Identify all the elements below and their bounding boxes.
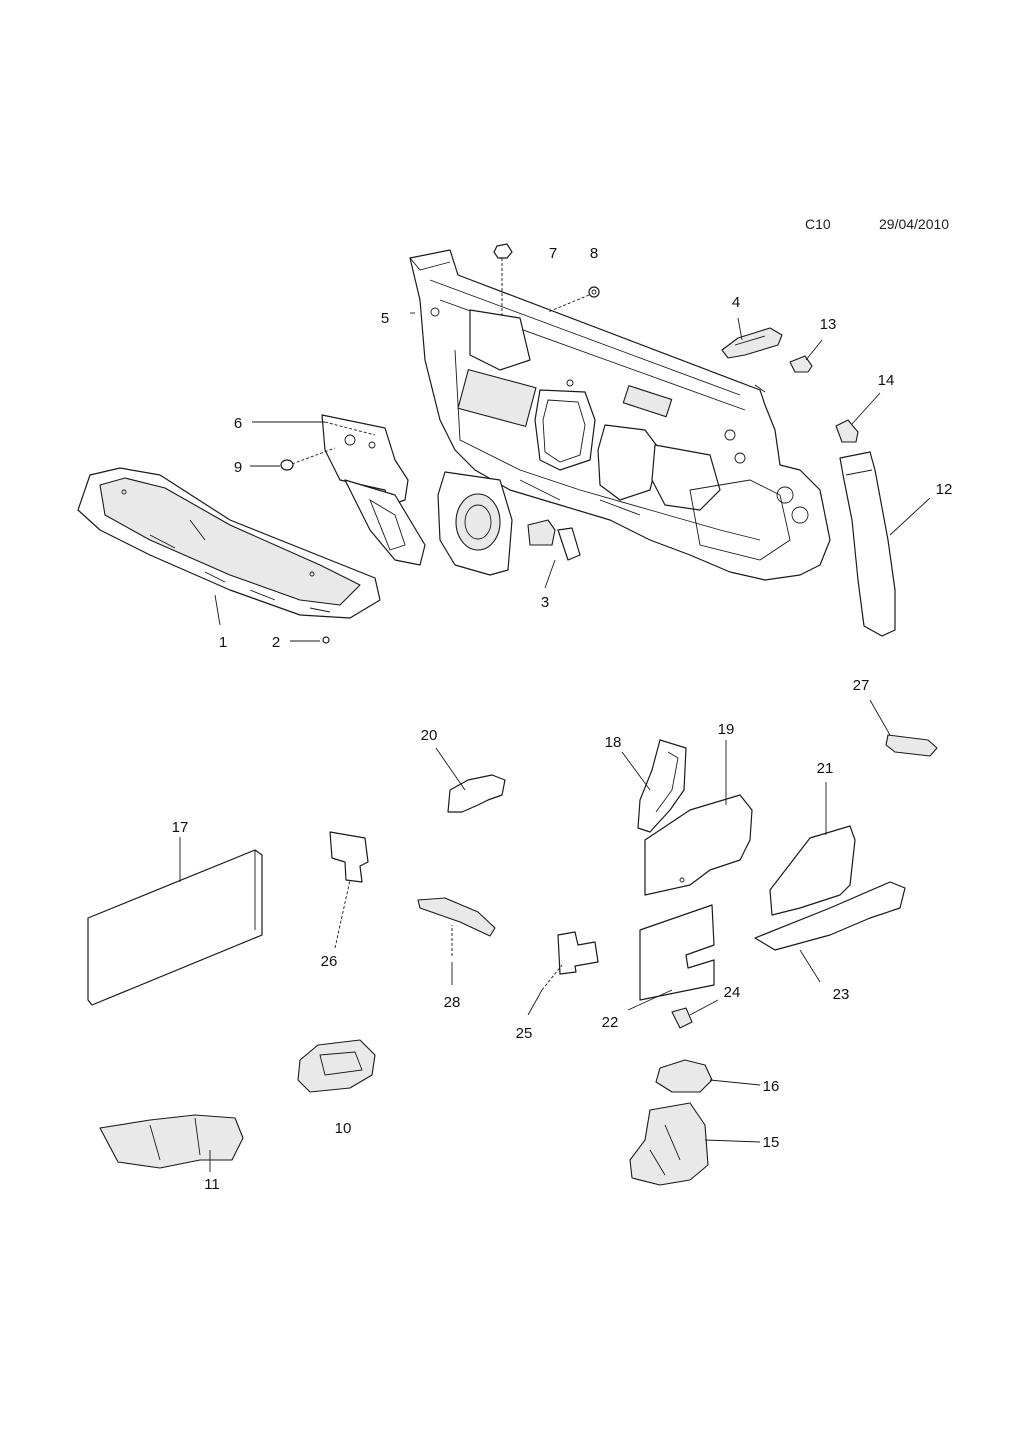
pad-part-26[interactable]	[329, 831, 369, 883]
callout-18: 18	[605, 734, 622, 751]
callout-22: 22	[602, 1014, 619, 1031]
nut-part-8[interactable]	[547, 286, 600, 313]
bracket-part-10[interactable]	[297, 1039, 376, 1093]
grommet-part-9[interactable]	[280, 459, 294, 471]
callout-11: 11	[204, 1176, 220, 1193]
speaker-bracket[interactable]	[437, 471, 513, 576]
callout-25: 25	[516, 1025, 533, 1042]
pad-part-23[interactable]	[754, 881, 906, 951]
callout-24: 24	[724, 984, 741, 1001]
diagram-date: 29/04/2010	[879, 216, 950, 232]
insulator-part-3[interactable]	[527, 519, 581, 561]
callout-13: 13	[820, 316, 837, 333]
pad-part-19[interactable]	[644, 794, 753, 896]
block-part-24[interactable]	[671, 1007, 693, 1029]
callout-labels: 1 2 3 4 5 6 7 8 9 10 11 12 13 14 15 16 1…	[172, 245, 953, 1193]
pad-part-20[interactable]	[447, 774, 506, 813]
callout-4: 4	[732, 294, 740, 311]
callout-10: 10	[335, 1120, 352, 1137]
callout-3: 3	[541, 594, 549, 611]
callout-12: 12	[936, 481, 953, 498]
pad-part-12[interactable]	[839, 451, 896, 637]
panel-part-17[interactable]	[87, 849, 263, 1006]
tray-part-1[interactable]	[77, 467, 381, 619]
callout-14: 14	[878, 372, 895, 389]
callout-5: 5	[381, 310, 389, 327]
callout-15: 15	[763, 1134, 780, 1151]
dash-panel-part[interactable]	[409, 249, 831, 581]
callout-28: 28	[444, 994, 461, 1011]
callout-26: 26	[321, 953, 338, 970]
callout-20: 20	[421, 727, 438, 744]
bracket-part-4[interactable]	[721, 327, 783, 359]
pad-part-22[interactable]	[639, 904, 715, 1001]
callout-21: 21	[817, 760, 834, 777]
clip-part-7[interactable]	[493, 243, 513, 318]
pad-part-18[interactable]	[637, 739, 687, 833]
screw-part-2[interactable]	[322, 636, 330, 644]
clip-part-13[interactable]	[789, 355, 813, 373]
pad-part-25[interactable]	[557, 931, 599, 975]
strip-part-28[interactable]	[417, 897, 496, 937]
callout-1: 1	[219, 634, 227, 651]
pad-part-27[interactable]	[885, 734, 938, 757]
diagram-code: C10	[805, 216, 831, 232]
callout-27: 27	[853, 677, 870, 694]
bracket-part-16[interactable]	[655, 1059, 713, 1093]
callout-6: 6	[234, 415, 242, 432]
callout-17: 17	[172, 819, 189, 836]
bracket-part-11[interactable]	[99, 1114, 244, 1169]
leader-lines	[179, 312, 931, 1172]
plate-part-6[interactable]	[321, 414, 426, 566]
callout-2: 2	[272, 634, 280, 651]
pad-part-21[interactable]	[769, 825, 856, 916]
callout-8: 8	[590, 245, 598, 262]
callout-7: 7	[549, 245, 557, 262]
callout-16: 16	[763, 1078, 780, 1095]
block-part-14[interactable]	[835, 419, 859, 443]
callout-23: 23	[833, 986, 850, 1003]
callout-19: 19	[718, 721, 735, 738]
bracket-part-15[interactable]	[629, 1102, 709, 1186]
callout-9: 9	[234, 459, 242, 476]
